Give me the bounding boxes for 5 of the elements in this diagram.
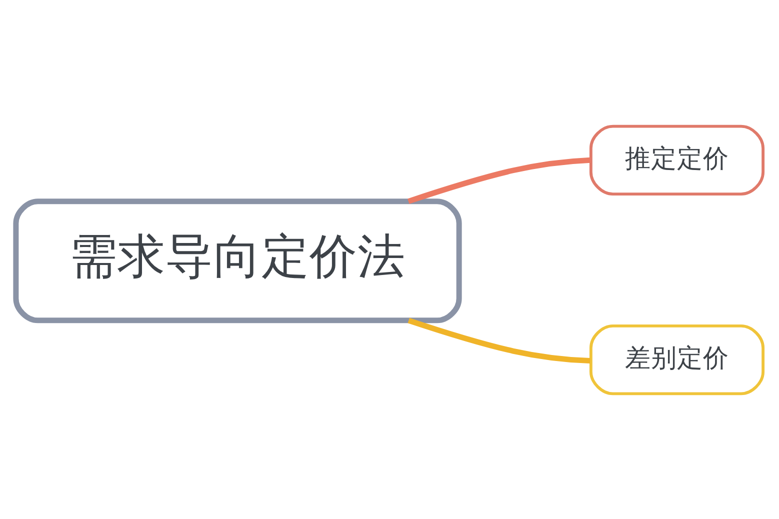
node-box: 差别定价 [589,324,765,395]
connector [408,317,590,364]
connector [408,156,591,204]
node-box: 推定定价 [589,124,765,196]
node-box: 需求导向定价法 [13,198,462,323]
